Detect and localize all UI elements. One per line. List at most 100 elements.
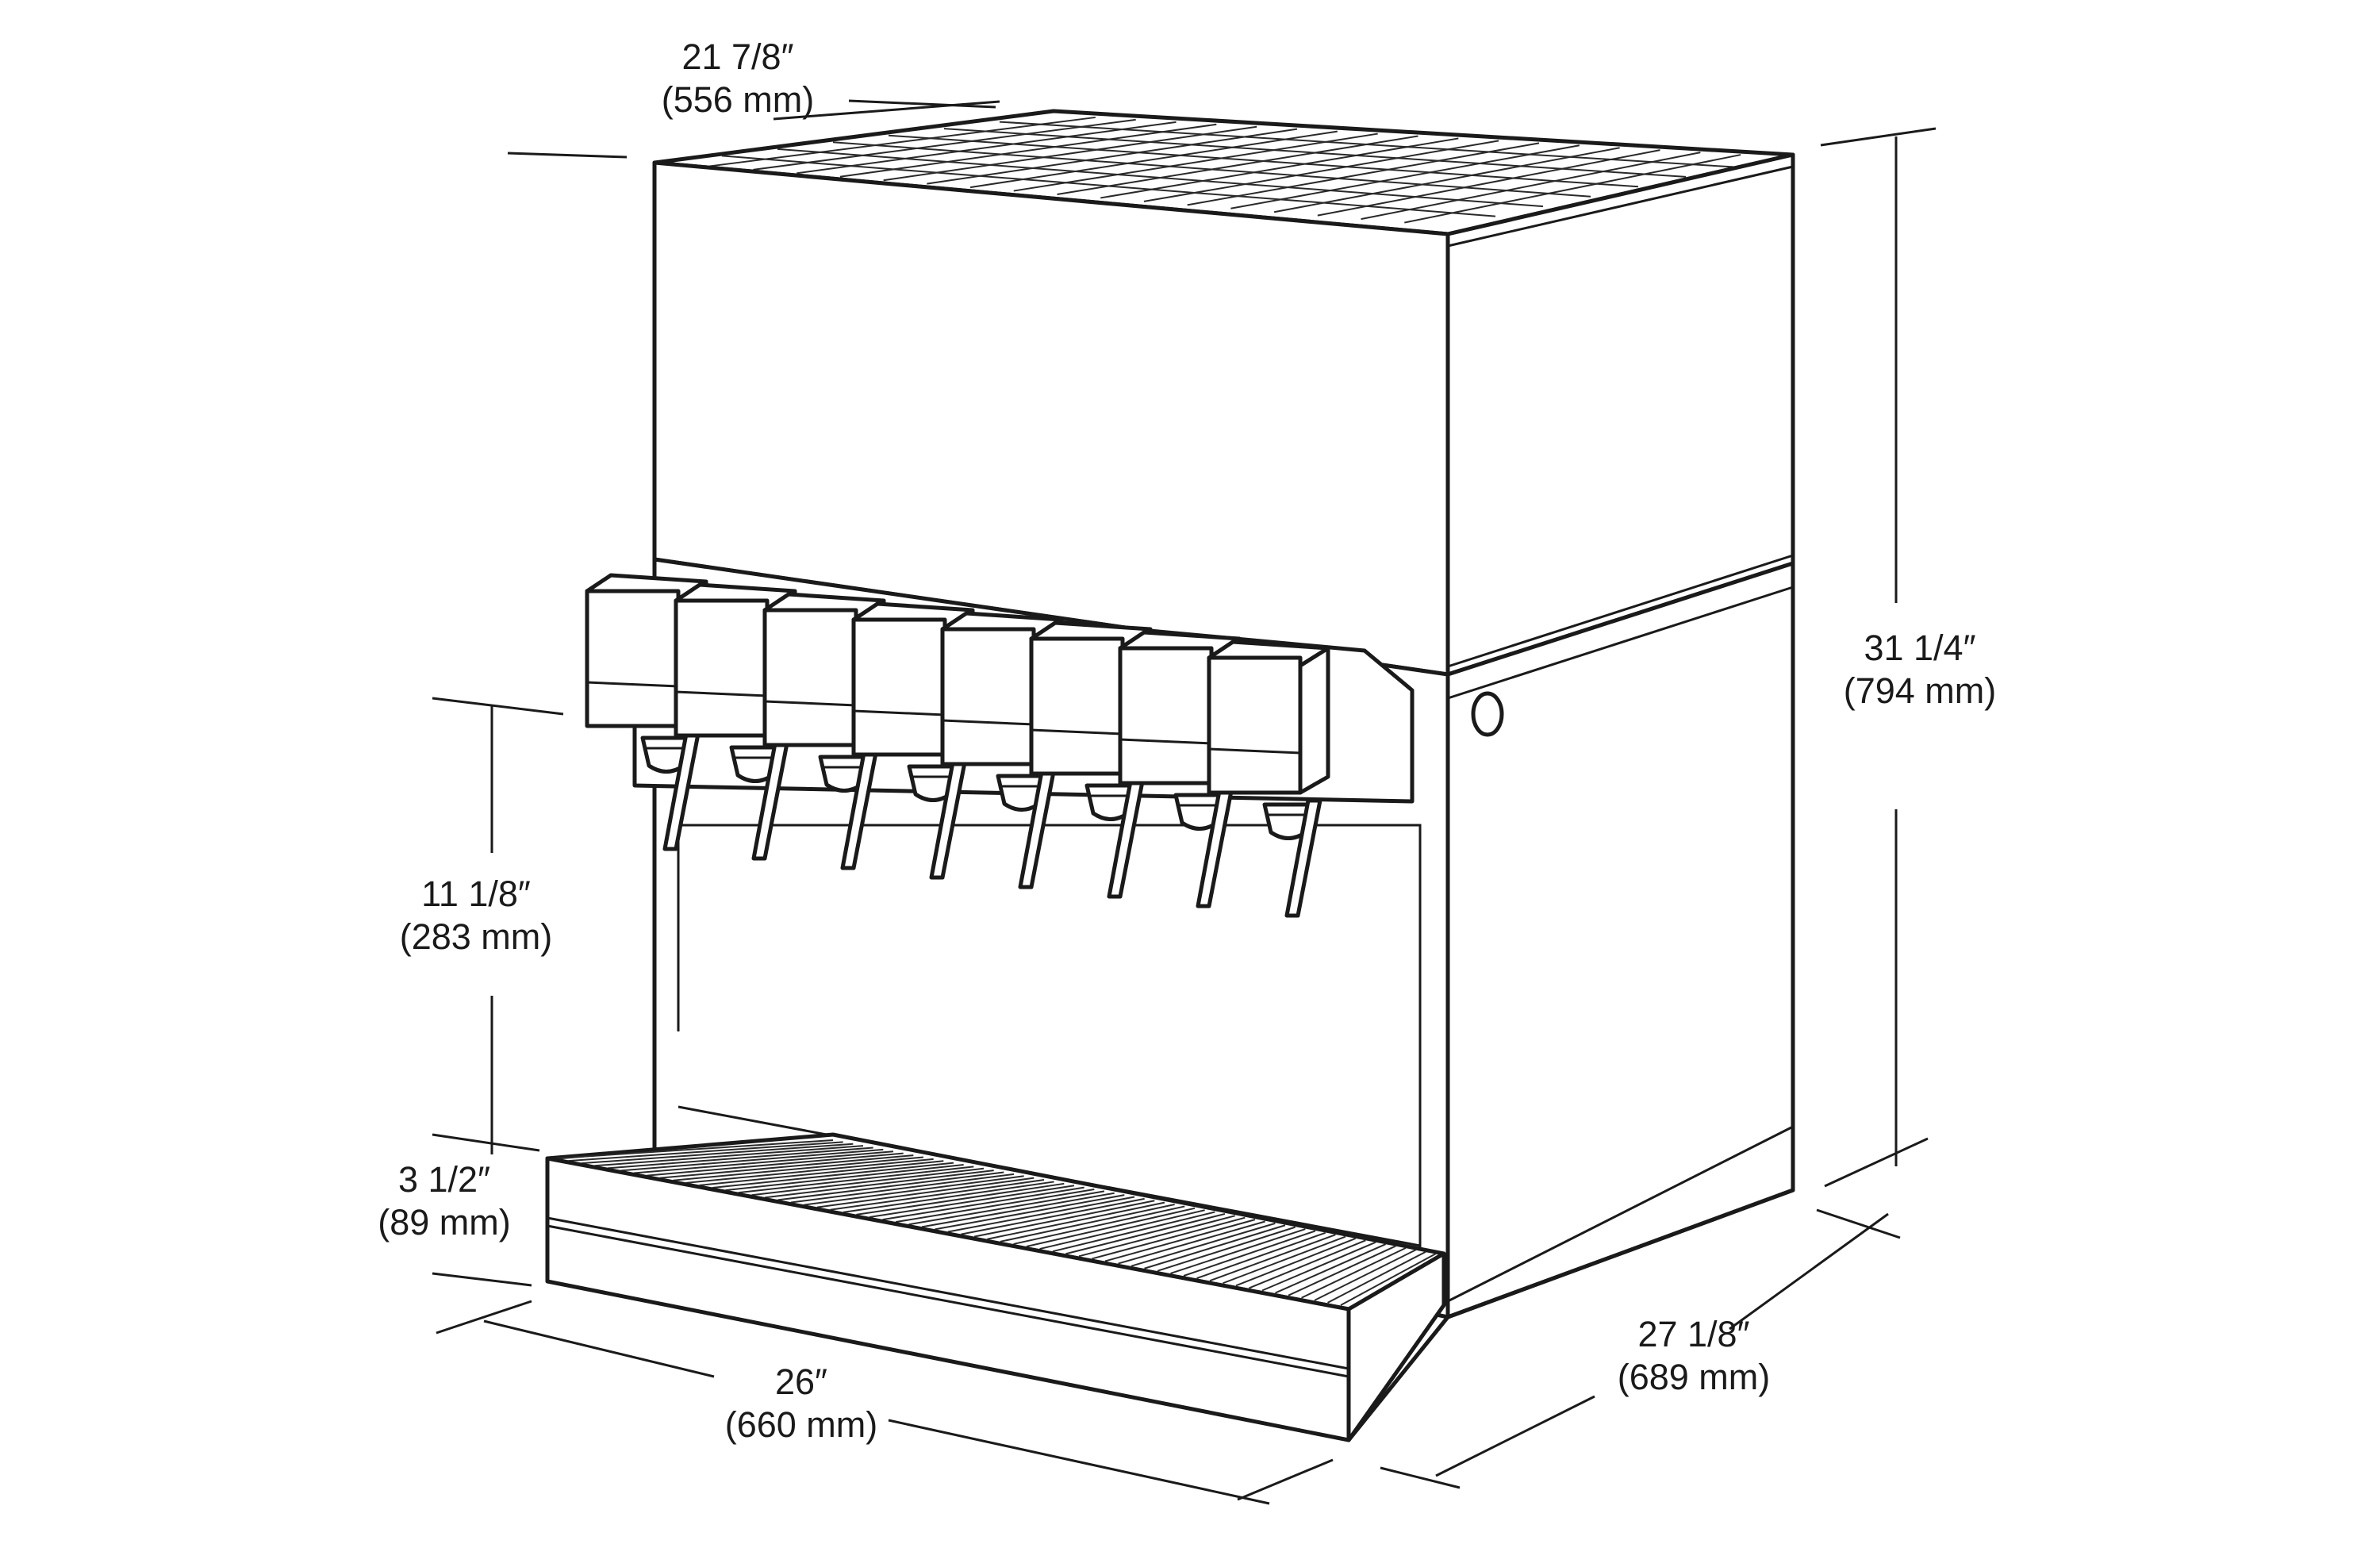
tray-rib [751, 1167, 985, 1196]
tray-rib [633, 1150, 894, 1174]
grate-line [927, 128, 1298, 185]
tray-rib [1065, 1212, 1226, 1255]
tray-rib [1223, 1235, 1346, 1285]
base-outline [1346, 1188, 1795, 1442]
tray-rib [1314, 1249, 1417, 1301]
tray-rib [659, 1154, 914, 1179]
dimension-height: 31 1/4″ (794 mm) [1844, 627, 1997, 712]
tray-rib [1288, 1245, 1396, 1296]
tray-rib [1275, 1243, 1387, 1294]
tray-rib [895, 1188, 1095, 1223]
dimension-tray-height-imperial: 3 1/2″ [397, 1159, 490, 1200]
grate-line [1187, 142, 1540, 206]
tray-rib [882, 1186, 1084, 1221]
tray-rib [816, 1177, 1035, 1208]
grate-line [1100, 137, 1459, 199]
tray-rib [1000, 1204, 1175, 1242]
upper-cabinet [652, 152, 1795, 677]
grate-line [797, 121, 1177, 175]
dispensing-valves [585, 573, 1330, 918]
grate-line [999, 121, 1734, 168]
dimension-width-imperial: 26″ [775, 1362, 827, 1402]
tray-rib [973, 1200, 1155, 1238]
tray-rib [1327, 1250, 1426, 1304]
tray-rib [1144, 1224, 1286, 1269]
dimension-clearance-imperial: 11 1/8″ [421, 874, 531, 914]
grate-line [1317, 149, 1660, 217]
tray-rib [1340, 1253, 1437, 1306]
tray-rib [843, 1181, 1054, 1213]
tray-rib [1130, 1222, 1276, 1267]
tray-rib [830, 1179, 1045, 1211]
tray-rib [856, 1182, 1065, 1216]
tray-rib [1170, 1228, 1306, 1274]
tray-rib [1118, 1220, 1265, 1265]
tray-rib [699, 1160, 944, 1186]
tray-rib [987, 1201, 1165, 1240]
grate-line [832, 141, 1591, 198]
tray-rib [568, 1141, 843, 1162]
dimension-width-metric: (660 mm) [724, 1404, 878, 1445]
dimension-top-depth: 21 7/8″ (556 mm) [662, 36, 815, 121]
grate-line [721, 155, 1496, 217]
tray-rib [1249, 1239, 1366, 1289]
tray-rib [685, 1158, 934, 1184]
grate-line [753, 118, 1136, 171]
dimension-top-depth-imperial: 21 7/8″ [681, 36, 794, 77]
tray-rib [581, 1143, 854, 1165]
top-grate [652, 109, 1795, 236]
dimension-height-metric: (794 mm) [1843, 670, 1997, 711]
tray-rib [777, 1171, 1004, 1201]
tray-rib [908, 1190, 1105, 1226]
dimension-top-depth-metric: (556 mm) [661, 79, 815, 120]
grate-line [1273, 147, 1620, 213]
dimension-depth: 27 1/8″ (689 mm) [1618, 1313, 1771, 1399]
tray-rib [1039, 1209, 1205, 1250]
dimension-tray-height: 3 1/2″ (89 mm) [378, 1158, 511, 1244]
drip-tray [545, 1132, 1446, 1442]
grate-line [1013, 133, 1378, 192]
dimension-clearance-metric: (283 mm) [399, 916, 553, 957]
tray-rib [1078, 1215, 1235, 1258]
grate-line [888, 134, 1639, 188]
tray-rib [1196, 1231, 1326, 1280]
grate-line [969, 130, 1338, 189]
dimension-depth-metric: (689 mm) [1617, 1357, 1771, 1397]
tray-rib [738, 1166, 974, 1194]
tray-rib [1052, 1211, 1215, 1253]
grate-line [1057, 135, 1418, 195]
tray-rib [647, 1152, 904, 1177]
tray-rib [1092, 1216, 1246, 1260]
grate-line [943, 128, 1687, 178]
tray-rib [1104, 1219, 1256, 1262]
tray-rib [1261, 1241, 1376, 1292]
tray-rib [1301, 1246, 1407, 1299]
grate-line [777, 148, 1544, 208]
tray-rib [869, 1185, 1075, 1218]
grate-line [1404, 154, 1741, 224]
tray-rib [620, 1148, 884, 1172]
grate-line [883, 125, 1257, 182]
tray-rib [1235, 1238, 1357, 1287]
tray-rib [804, 1175, 1024, 1206]
tray-rib [790, 1173, 1015, 1204]
tray-rib [947, 1196, 1135, 1233]
tray-rib [921, 1192, 1115, 1228]
dimension-depth-imperial: 27 1/8″ [1637, 1314, 1750, 1354]
dimension-lines [432, 99, 1937, 1505]
tray-rib [961, 1197, 1145, 1235]
tray-rib [1209, 1234, 1336, 1282]
dimension-height-imperial: 31 1/4″ [1864, 628, 1976, 668]
tray-rib [555, 1139, 834, 1159]
tray-rib [1026, 1207, 1196, 1247]
tray-rib [725, 1163, 964, 1192]
tray-rib [594, 1145, 864, 1167]
tray-rib [935, 1194, 1125, 1231]
tray-rib [607, 1146, 873, 1170]
grate-line [1361, 152, 1701, 221]
dimension-clearance: 11 1/8″ (283 mm) [400, 873, 553, 958]
grate-line [709, 116, 1096, 167]
grate-line [1230, 144, 1580, 209]
dimension-tray-height-metric: (89 mm) [378, 1202, 511, 1242]
